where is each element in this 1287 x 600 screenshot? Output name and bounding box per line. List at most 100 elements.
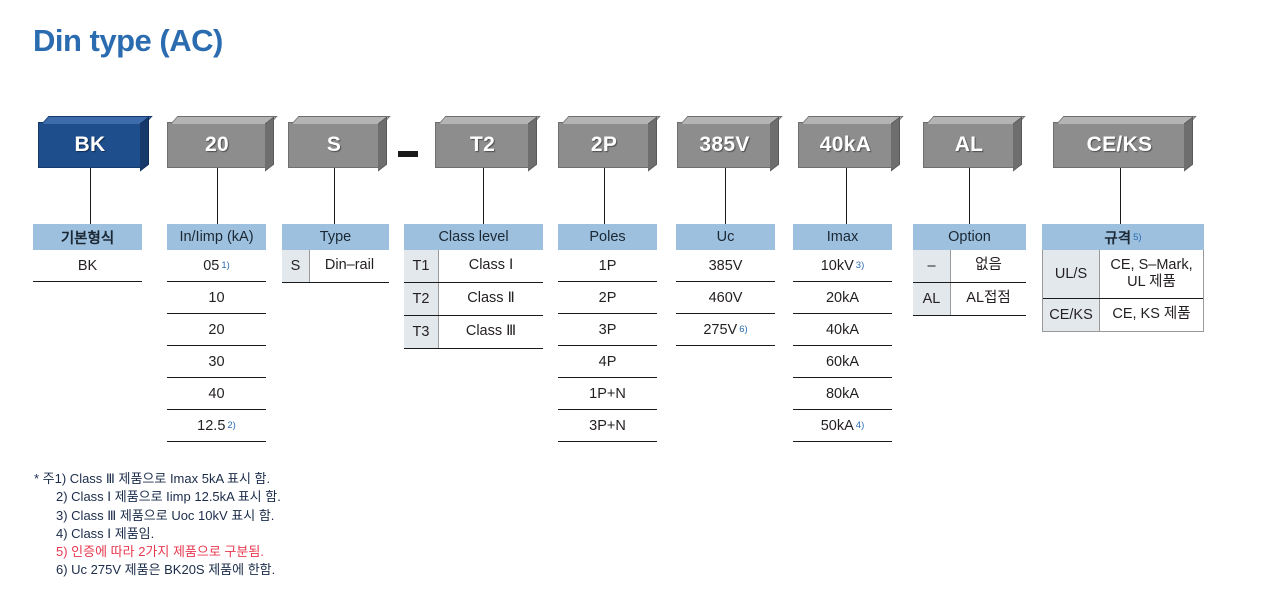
code-box-label: BK xyxy=(74,133,106,156)
footnote-marker: 2) xyxy=(227,420,236,431)
column-header-label: 기본형식 xyxy=(60,230,115,247)
table-row[interactable]: T3 Class Ⅲ xyxy=(404,316,543,349)
column-header-imax: Imax xyxy=(793,224,892,250)
table-row[interactable]: 1P+N xyxy=(558,378,657,410)
cell-value: 80kA xyxy=(825,385,860,402)
code-box-s[interactable]: S xyxy=(288,122,380,168)
column-header-class-level: Class level xyxy=(404,224,543,250)
table-row[interactable]: 30 xyxy=(167,346,266,378)
connector-line-uc xyxy=(725,168,726,224)
cell-value: 40kA xyxy=(825,321,860,338)
cell-code: S xyxy=(282,250,310,282)
connector-line-option xyxy=(969,168,970,224)
table-row[interactable]: 4P xyxy=(558,346,657,378)
code-box-ce-ks[interactable]: CE/KS xyxy=(1053,122,1186,168)
table-row[interactable]: 1P xyxy=(558,250,657,282)
table-row[interactable]: 20 xyxy=(167,314,266,346)
cell-value: 20 xyxy=(208,321,225,338)
table-row[interactable]: 60kA xyxy=(793,346,892,378)
cell-value: 3P+N xyxy=(589,417,626,434)
column-values-standard: UL/S CE, S–Mark, UL 제품 CE/KS CE, KS 제품 xyxy=(1042,250,1204,332)
cell-value: 10 xyxy=(208,289,225,306)
footnote-marker: 4) xyxy=(855,420,865,431)
cell-value: 3P xyxy=(598,321,617,338)
page-title: Din type (AC) xyxy=(33,23,223,58)
footnotes-block: * 주1) Class Ⅲ 제품으로 Imax 5kA 표시 함.2) Clas… xyxy=(34,470,281,580)
code-box-385v[interactable]: 385V xyxy=(677,122,772,168)
table-row[interactable]: 20kA xyxy=(793,282,892,314)
code-box-al[interactable]: AL xyxy=(923,122,1015,168)
cell-description: 없음 xyxy=(975,257,1002,274)
code-box-label: 40kA xyxy=(819,133,872,156)
cell-code: UL/S xyxy=(1043,250,1100,298)
footnote-marker: 6) xyxy=(739,324,748,335)
connector-line-in-iimp xyxy=(217,168,218,224)
table-row[interactable]: 10 xyxy=(167,282,266,314)
table-row[interactable]: 40kA xyxy=(793,314,892,346)
table-row[interactable]: 460V xyxy=(676,282,775,314)
code-box-bk[interactable]: BK xyxy=(38,122,142,168)
cell-value: 30 xyxy=(208,353,225,370)
cell-value: 12.5 xyxy=(197,417,226,434)
table-row[interactable]: 3P+N xyxy=(558,410,657,442)
column-header-label: Imax xyxy=(826,229,859,245)
cell-code: CE/KS xyxy=(1043,299,1100,331)
cell-description: Class Ⅲ xyxy=(465,323,517,340)
table-row[interactable]: 40 xyxy=(167,378,266,410)
code-box-label: 2P xyxy=(590,133,618,156)
column-header-label: In/Iimp (kA) xyxy=(179,229,254,245)
connector-line-base-type xyxy=(90,168,91,224)
table-row[interactable]: 385V xyxy=(676,250,775,282)
cell-description: CE, S–Mark, UL 제품 xyxy=(1110,256,1193,290)
code-box-40ka[interactable]: 40kA xyxy=(798,122,893,168)
table-row[interactable]: –없음 xyxy=(913,250,1026,283)
table-row[interactable]: BK xyxy=(33,250,142,282)
connector-line-standard xyxy=(1120,168,1121,224)
footnote-marker: 1) xyxy=(221,260,230,271)
table-row[interactable]: 3P xyxy=(558,314,657,346)
code-box-label: 385V xyxy=(699,133,750,156)
column-header-label: Type xyxy=(319,229,352,245)
cell-description: CE, KS 제품 xyxy=(1112,306,1191,323)
code-box-t2[interactable]: T2 xyxy=(435,122,530,168)
cell-code: T3 xyxy=(404,316,439,348)
code-box-label: T2 xyxy=(469,133,496,156)
table-row[interactable]: UL/S CE, S–Mark, UL 제품 xyxy=(1043,250,1203,299)
table-row[interactable]: CE/KS CE, KS 제품 xyxy=(1043,299,1203,331)
cell-value: 10kV xyxy=(820,257,854,274)
column-header-label: Option xyxy=(948,229,991,245)
code-box-2p[interactable]: 2P xyxy=(558,122,650,168)
connector-line-type xyxy=(334,168,335,224)
cell-value: 1P+N xyxy=(589,385,626,402)
table-row[interactable]: 80kA xyxy=(793,378,892,410)
code-box-20[interactable]: 20 xyxy=(167,122,267,168)
footnote-item: * 주1) Class Ⅲ 제품으로 Imax 5kA 표시 함. xyxy=(34,471,271,486)
column-header-in-iimp: In/Iimp (kA) xyxy=(167,224,266,250)
cell-code: T1 xyxy=(404,250,439,282)
column-values-base-type: BK xyxy=(33,250,142,282)
code-box-label: AL xyxy=(954,133,984,156)
cell-value: 40 xyxy=(208,385,225,402)
code-box-label: 20 xyxy=(205,133,229,156)
table-row[interactable]: 2P xyxy=(558,282,657,314)
cell-value: 50kA xyxy=(820,417,854,434)
